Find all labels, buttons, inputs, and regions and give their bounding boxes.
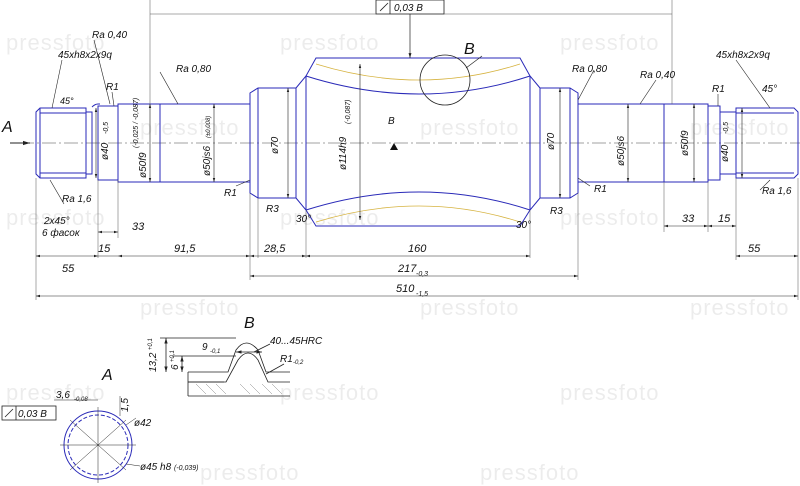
watermark: pressfoto: [140, 115, 240, 140]
roughness-label: Ra 0,80: [572, 64, 607, 75]
length-label: 160: [408, 243, 427, 255]
diameter-tolerance: -0,5: [103, 122, 110, 134]
inner-diameter-label: ø42: [134, 418, 152, 429]
angle-label: 30°: [296, 214, 311, 225]
diameter-tolerance: -0,5: [723, 122, 730, 134]
chamfer-label: 2x45°: [43, 216, 70, 227]
length-tolerance: -1,5: [416, 291, 428, 298]
spline-label: 45xh8x2x9q: [716, 50, 770, 61]
watermark: pressfoto: [6, 205, 106, 230]
chamfer-count-label: 6 фасок: [42, 227, 81, 239]
watermark: pressfoto: [140, 295, 240, 320]
radius-label: R3: [266, 204, 279, 215]
radius-label: R1: [280, 354, 293, 365]
depth-label: 6: [170, 364, 181, 370]
depth-tolerance: +0,1: [148, 338, 154, 350]
watermark: pressfoto: [280, 30, 380, 55]
length-label: 28,5: [263, 243, 286, 255]
diameter-label: ø70: [270, 136, 281, 154]
angle-label: 30°: [516, 220, 531, 231]
length-tolerance: -0,3: [416, 271, 428, 278]
watermark: pressfoto: [560, 30, 660, 55]
outer-diameter-tolerance: (-0,039): [174, 465, 199, 472]
length-label: 510: [396, 283, 415, 295]
diameter-label: ø50js6: [616, 136, 627, 166]
diameter-label: ø50f9: [680, 130, 691, 156]
radius-label: R1: [712, 84, 725, 95]
watermark: pressfoto: [480, 460, 580, 485]
watermark: pressfoto: [6, 380, 106, 405]
radius-label: R1: [594, 184, 607, 195]
watermark: pressfoto: [280, 380, 380, 405]
diameter-label: ø114h9: [338, 136, 349, 170]
detail-b-circle: [419, 54, 471, 106]
watermark: pressfoto: [200, 460, 300, 485]
roughness-label: Ra 1,6: [762, 186, 792, 197]
tooth-tolerance: -0,08: [74, 397, 88, 403]
length-label: 15: [98, 243, 111, 255]
angle-label: 45°: [762, 84, 777, 95]
depth-tolerance: +0,1: [170, 350, 176, 362]
view-a-label: A: [1, 119, 13, 136]
datum-b-label: B: [388, 116, 395, 127]
diameter-tolerance: (-0,025 / -0,087): [133, 98, 140, 148]
height-label: 1,5: [120, 398, 131, 412]
radius-label: R1: [224, 188, 237, 199]
tooth-label: 3,6: [56, 390, 70, 401]
detail-b-leader: [465, 55, 483, 69]
watermark: pressfoto: [6, 30, 106, 55]
length-label: 33: [682, 213, 695, 225]
runout-callout: 0,03 B: [18, 409, 47, 420]
watermark: pressfoto: [560, 380, 660, 405]
extension-lines: [35, 0, 799, 300]
dimension-lines: [36, 39, 798, 298]
diameter-label: ø40: [100, 142, 111, 160]
diameter-label: ø70: [546, 132, 557, 150]
watermark: pressfoto: [420, 115, 520, 140]
runout-frame-section: [1, 405, 57, 421]
detail-b-profile: [160, 337, 290, 397]
length-label: 217: [397, 263, 417, 275]
diameter-label: ø40: [720, 144, 731, 162]
length-label: 91,5: [174, 243, 196, 255]
radius-label: R1: [106, 82, 119, 93]
outer-diameter-label: ø45 h8: [140, 462, 172, 473]
spline-label: 45xh8x2x9q: [58, 50, 112, 61]
angle-label: 45°: [60, 96, 74, 106]
datum-b-icon: [390, 143, 398, 150]
radius-tolerance: -0,2: [293, 360, 304, 366]
view-b-label: B: [464, 41, 475, 58]
width-label: 9: [202, 342, 208, 353]
width-tolerance: -0,1: [210, 349, 220, 355]
roughness-label: Ra 1,6: [62, 194, 92, 205]
runout-callout: 0,03 B: [394, 3, 423, 14]
length-label: 15: [718, 213, 731, 225]
groove-band: [315, 63, 521, 223]
length-label: 55: [748, 243, 761, 255]
roughness-label: Ra 0,40: [640, 70, 675, 81]
diameter-tolerance: (±0,008): [206, 116, 212, 138]
diameter-label: ø50f9: [138, 152, 149, 178]
hardness-label: 40...45HRC: [270, 336, 323, 347]
detail-b-hatch: [195, 383, 283, 395]
watermark: pressfoto: [690, 295, 790, 320]
length-label: 55: [62, 263, 75, 275]
watermark: pressfoto: [560, 205, 660, 230]
detail-b-title: B: [244, 315, 255, 332]
section-a-title: A: [101, 367, 113, 384]
diameter-label: ø50js6: [202, 146, 213, 176]
radius-label: R3: [550, 206, 563, 217]
roughness-label: Ra 0,40: [92, 30, 127, 41]
length-label: 33: [132, 221, 145, 233]
section-a-lines: [54, 396, 141, 483]
watermark: pressfoto: [420, 295, 520, 320]
depth-label: 13,2: [148, 352, 159, 372]
watermark: pressfoto: [690, 115, 790, 140]
diameter-tolerance: (-0,087): [345, 99, 352, 124]
roughness-label: Ra 0,80: [176, 64, 211, 75]
